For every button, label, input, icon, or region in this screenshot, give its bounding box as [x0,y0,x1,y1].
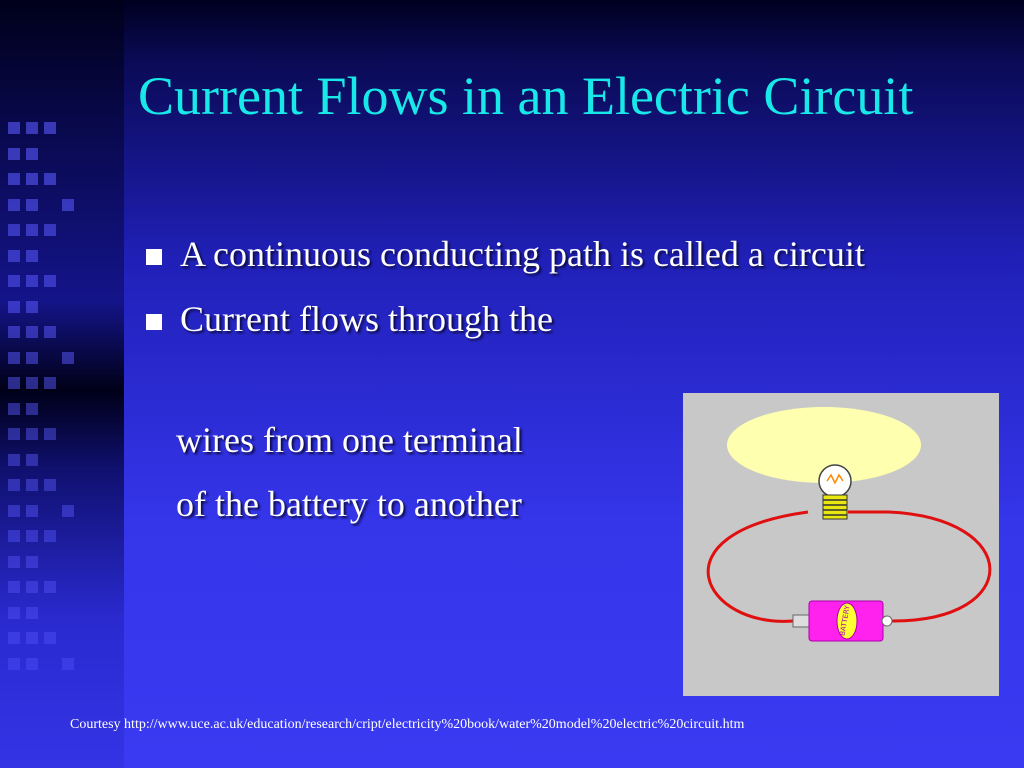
decorative-square [8,632,20,644]
decorative-square [26,122,38,134]
decorative-square [26,632,38,644]
decorative-square [62,504,74,517]
decorative-square [26,428,38,440]
decorative-square [26,504,38,517]
decorative-square [8,402,20,415]
square-bullet-icon [146,249,162,265]
decorative-square [44,122,56,134]
decorative-square [26,351,38,364]
decorative-square [26,173,38,185]
decorative-square [8,504,20,517]
decorative-square [26,377,38,389]
decorative-square [26,530,38,542]
decorative-square [26,581,38,593]
decorative-square [62,198,74,211]
decorative-square [26,275,38,287]
bullet-continuation-line: wires from one terminal [176,420,523,460]
decorative-square [26,300,38,313]
decorative-square [44,530,56,542]
decorative-square [8,300,20,313]
decorative-square [26,249,38,262]
slide-title: Current Flows in an Electric Circuit [138,66,914,126]
decorative-square [44,173,56,185]
left-decorative-band [0,0,124,768]
battery-icon: BATTERY [792,600,893,642]
decorative-square [8,249,20,262]
decorative-square [44,581,56,593]
light-bulb-icon [818,464,852,520]
decorative-square [8,555,20,568]
decorative-square [44,377,56,389]
bullet-list: A continuous conducting path is called a… [142,228,942,346]
decorative-square [44,275,56,287]
decorative-square [8,224,20,236]
decorative-square [44,632,56,644]
decorative-square [8,198,20,211]
courtesy-citation: Courtesy http://www.uce.ac.uk/education/… [70,717,745,732]
decorative-square [26,224,38,236]
decorative-square [26,326,38,338]
bullet-continuation-line: of the battery to another [176,484,522,524]
decorative-square [8,275,20,287]
decorative-square [8,147,20,160]
circuit-diagram-svg: BATTERY [706,407,992,642]
bullet-text: Current flows through the [180,299,553,339]
decorative-square [26,147,38,160]
decorative-square [26,198,38,211]
decorative-square [8,657,20,670]
decorative-square [26,402,38,415]
wire-left [706,510,809,623]
bullet-text: A continuous conducting path is called a… [180,234,865,274]
decorative-square [26,555,38,568]
light-glow [727,407,921,483]
decorative-square [26,479,38,491]
circuit-illustration: BATTERY [683,393,999,696]
decorative-square [44,428,56,440]
decorative-square [8,606,20,619]
decorative-square [8,428,20,440]
decorative-square [44,326,56,338]
square-bullet-icon [146,314,162,330]
decorative-square [44,479,56,491]
bullet-item: Current flows through the [142,293,942,346]
decorative-square [8,377,20,389]
decorative-square [8,326,20,338]
decorative-square [8,122,20,134]
bullet-item: A continuous conducting path is called a… [142,228,942,281]
decorative-square [44,224,56,236]
decorative-square [8,530,20,542]
decorative-square [62,351,74,364]
wire-right [848,510,992,623]
decorative-square [26,657,38,670]
decorative-square [8,351,20,364]
decorative-square [8,173,20,185]
decorative-square [26,606,38,619]
decorative-square [8,479,20,491]
decorative-square [8,581,20,593]
decorative-square [8,453,20,466]
decorative-square [26,453,38,466]
decorative-square [62,657,74,670]
